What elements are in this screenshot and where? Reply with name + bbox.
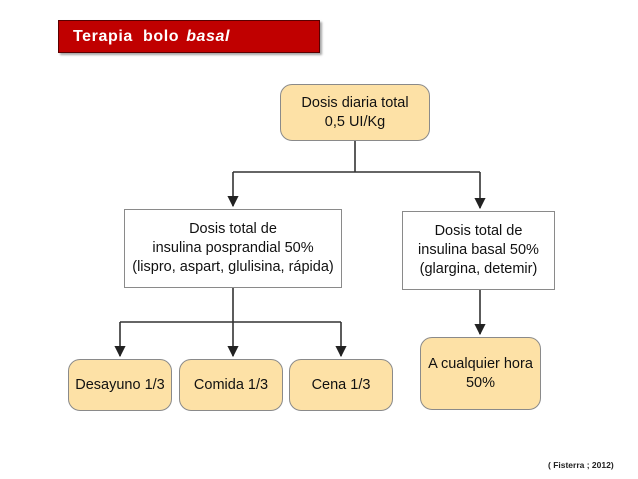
node-line: Dosis diaria total xyxy=(301,94,409,111)
node-line: A cualquier hora xyxy=(428,355,533,372)
title-text: Terapia bolo xyxy=(73,27,180,45)
node-line: Desayuno 1/3 xyxy=(75,376,165,393)
node-dosis-basal: Dosis total de insulina basal 50% (glarg… xyxy=(402,211,555,290)
node-cena: Cena 1/3 xyxy=(289,359,393,411)
node-dosis-diaria-total: Dosis diaria total 0,5 UI/Kg xyxy=(280,84,430,141)
node-line: Dosis total de xyxy=(434,223,523,239)
node-desayuno: Desayuno 1/3 xyxy=(68,359,172,411)
node-line: insulina basal 50% xyxy=(418,242,539,258)
node-comida: Comida 1/3 xyxy=(179,359,283,411)
node-line: 0,5 UI/Kg xyxy=(324,113,386,130)
citation: ( Fisterra ; 2012) xyxy=(548,460,614,470)
node-line: Comida 1/3 xyxy=(193,376,269,393)
node-line: insulina posprandial 50% xyxy=(152,240,314,256)
node-line: Dosis total de xyxy=(189,221,277,237)
node-line: (glargina, detemir) xyxy=(419,261,538,277)
node-cualquier-hora: A cualquier hora 50% xyxy=(420,337,541,410)
node-dosis-prandial: Dosis total de insulina posprandial 50% … xyxy=(124,209,342,288)
node-line: 50% xyxy=(465,374,496,391)
title-banner: Terapia bolo basal xyxy=(58,20,320,53)
node-line: (lispro, aspart, glulisina, rápida) xyxy=(132,259,334,275)
title-emphasis: basal xyxy=(186,27,231,45)
node-line: Cena 1/3 xyxy=(311,376,371,393)
